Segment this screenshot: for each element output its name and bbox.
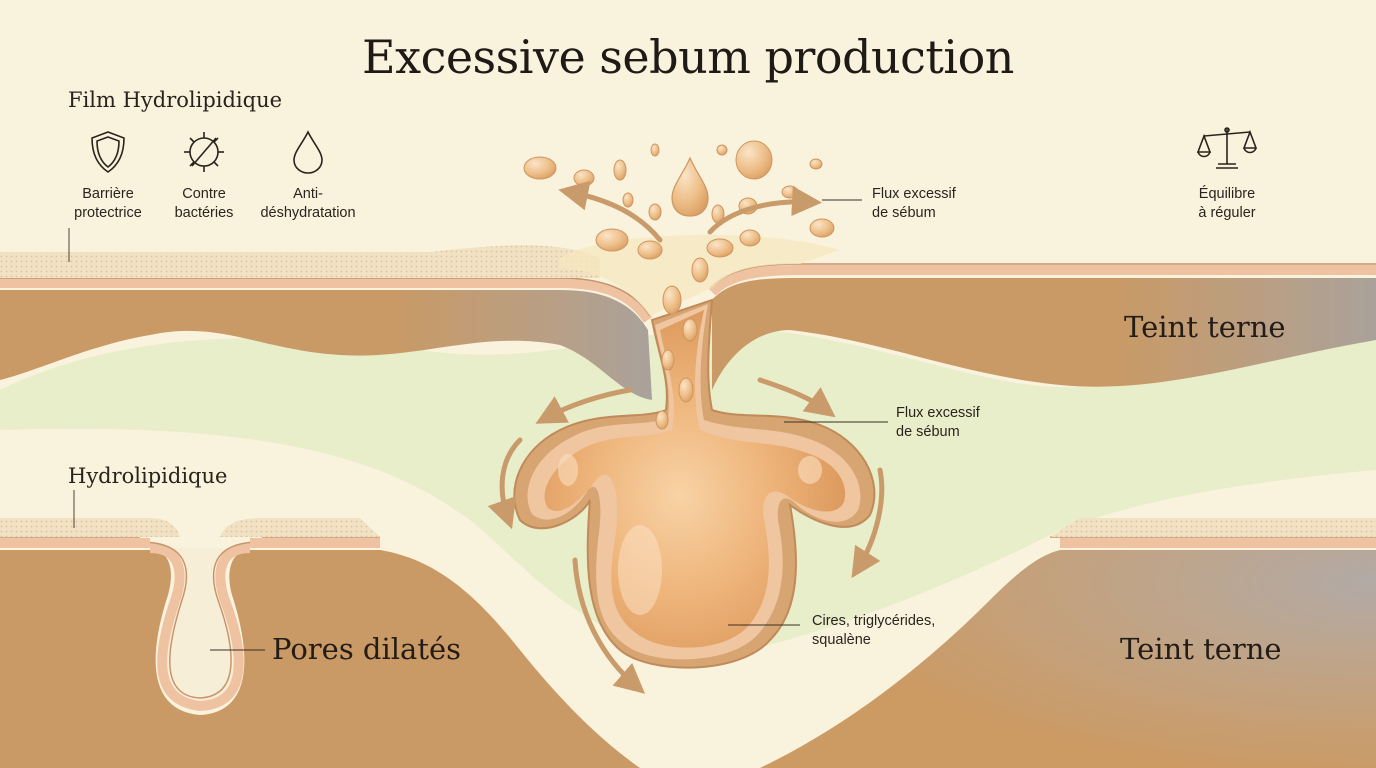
hydrolipidique-heading: Hydrolipidique xyxy=(68,464,228,488)
sebaceous-gland xyxy=(513,298,876,669)
teint-terne-bottom-label: Teint terne xyxy=(1120,632,1282,666)
large-droplet xyxy=(671,156,709,217)
shield-icon xyxy=(84,128,132,176)
hydrolipidic-film-bottom-right xyxy=(1050,518,1376,537)
balance-scale-icon xyxy=(1196,124,1258,172)
annotation-composition: Cires, triglycérides,squalène xyxy=(812,613,936,648)
hydrolipidic-film-bottom xyxy=(0,518,380,537)
dermis-bottom-left xyxy=(0,550,640,768)
dermis-top-right xyxy=(712,278,1376,390)
flow-arrows xyxy=(487,180,885,694)
leader-lines xyxy=(68,199,888,651)
water-drop-icon xyxy=(284,128,332,176)
film-hydrolipidique-heading: Film Hydrolipidique xyxy=(68,88,283,112)
page-title: Excessive sebum production xyxy=(362,30,1014,84)
feature-label-dehydration: Anti-déshydratation xyxy=(260,186,356,221)
skin-line-top-right xyxy=(708,265,1376,296)
dermis-bottom-right xyxy=(760,550,1376,768)
hydrolipidic-film-top xyxy=(0,245,600,278)
pores-dilates-label: Pores dilatés xyxy=(272,632,462,666)
skin-line-top-left xyxy=(0,278,653,323)
teint-terne-top-label: Teint terne xyxy=(1124,310,1286,344)
dermis-top-left xyxy=(0,290,652,400)
dilated-pore xyxy=(149,543,251,712)
anti-bacteria-icon xyxy=(180,128,228,176)
